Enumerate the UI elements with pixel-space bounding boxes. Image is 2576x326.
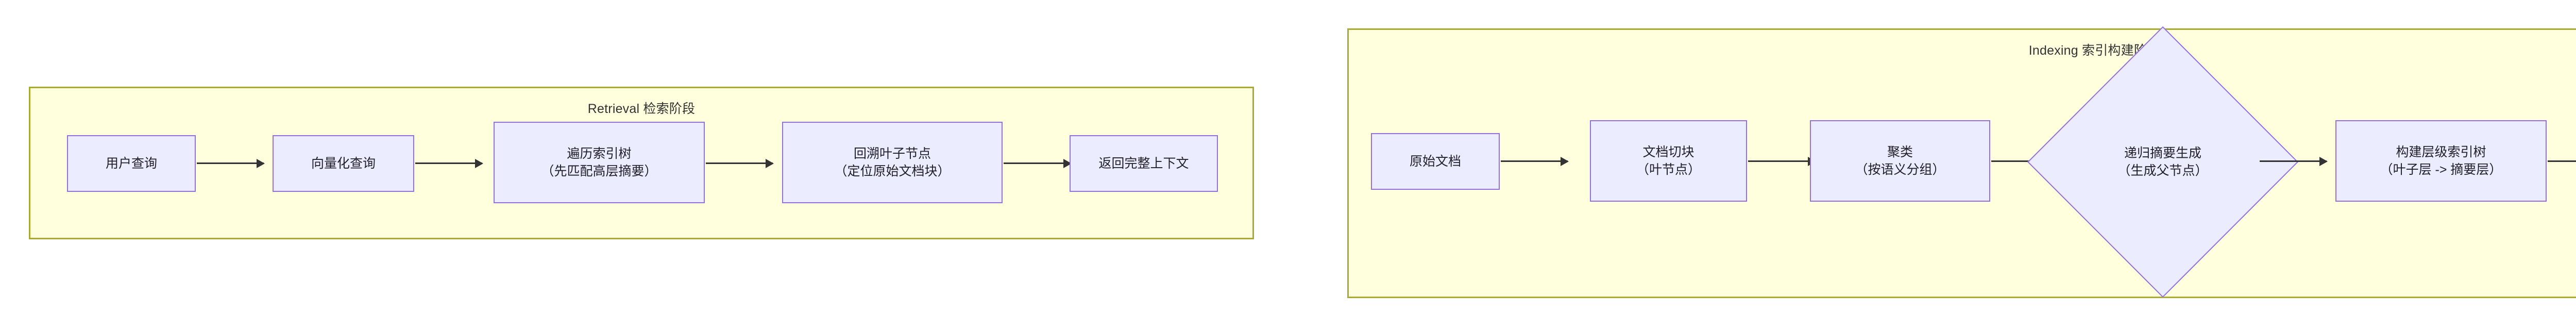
edge-i4-i5 xyxy=(2260,160,2327,162)
node-label-line2: （先匹配高层摘要） xyxy=(541,164,657,178)
node-label-line1: 原始文档 xyxy=(1409,154,1461,169)
node-clustering[interactable]: 聚类 （按语义分组） xyxy=(1810,120,1990,202)
node-label-line1: 文档切块 xyxy=(1642,144,1694,159)
edge-i1-i2 xyxy=(1501,160,1568,162)
node-recursive-summary-generation[interactable]: 递归摘要生成 （生成父节点） xyxy=(2027,26,2299,298)
node-label-line1: 向量化查询 xyxy=(311,156,376,171)
node-return-full-context[interactable]: 返回完整上下文 xyxy=(1070,135,1218,192)
node-traverse-index-tree[interactable]: 遍历索引树 （先匹配高层摘要） xyxy=(494,122,705,203)
node-raw-document[interactable]: 原始文档 xyxy=(1371,133,1500,190)
node-label-line1: 返回完整上下文 xyxy=(1098,156,1189,171)
node-label: 递归摘要生成 （生成父节点） xyxy=(2117,144,2208,180)
edge-r1-r2 xyxy=(197,162,264,164)
node-label-line1: 遍历索引树 xyxy=(567,146,632,161)
node-build-hierarchical-index-tree[interactable]: 构建层级索引树 （叶子层 -> 摘要层） xyxy=(2335,120,2547,202)
node-label-line1: 构建层级索引树 xyxy=(2396,144,2486,159)
node-label-line1: 递归摘要生成 xyxy=(2124,145,2201,160)
node-label-line2: （生成父节点） xyxy=(2117,164,2208,178)
subgraph-indexing-title: Indexing 索引构建阶段 xyxy=(2028,43,2160,58)
node-label-line2: （定位原始文档块） xyxy=(834,164,951,178)
node-document-chunking[interactable]: 文档切块 （叶节点） xyxy=(1590,120,1747,202)
subgraph-retrieval-title: Retrieval 检索阶段 xyxy=(587,102,696,116)
node-label-line2: （叶子层 -> 摘要层） xyxy=(2380,162,2502,177)
edge-i5-i6 xyxy=(2548,160,2576,162)
edge-i3-i4 xyxy=(1991,160,2058,162)
node-label-line1: 回溯叶子节点 xyxy=(853,146,931,161)
node-label-line2: （按语义分组） xyxy=(1855,162,1945,177)
node-label-line1: 用户查询 xyxy=(105,156,157,171)
node-user-query[interactable]: 用户查询 xyxy=(67,135,196,192)
node-label-line1: 聚类 xyxy=(1887,144,1913,159)
edge-i2-i3 xyxy=(1748,160,1815,162)
node-backtrack-leaf-nodes[interactable]: 回溯叶子节点 （定位原始文档块） xyxy=(782,122,1003,203)
edge-r4-r5 xyxy=(1004,162,1071,164)
edge-r3-r4 xyxy=(706,162,773,164)
node-vectorize-query[interactable]: 向量化查询 xyxy=(273,135,414,192)
node-label-line2: （叶节点） xyxy=(1636,162,1701,177)
edge-r2-r3 xyxy=(415,162,482,164)
